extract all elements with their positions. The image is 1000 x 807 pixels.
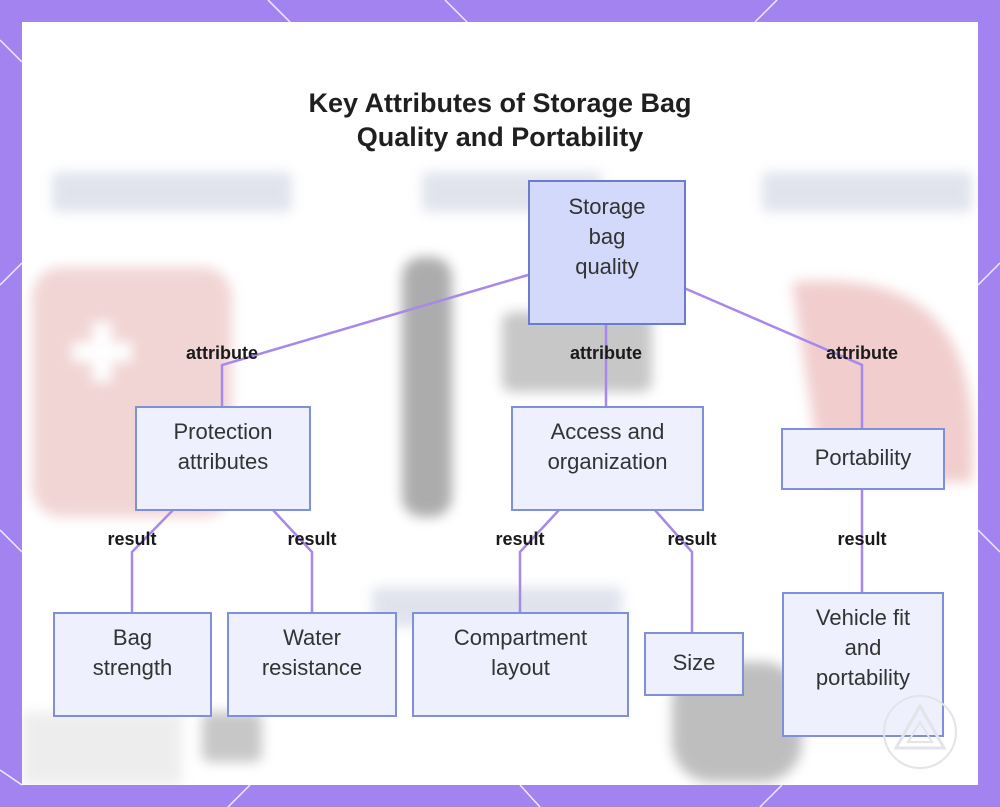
node-portability: Portability [781,428,945,490]
node-water-resistance: Water resistance [227,612,397,717]
background-image [22,172,974,785]
edge-label-root-access: attribute [570,343,642,363]
edge-label-protection-strength: result [107,529,157,549]
edge-root-protection [220,273,529,406]
edge-label-root-protection: attribute [186,343,258,363]
diagram-panel: Key Attributes of Storage Bag Quality an… [22,22,978,785]
node-access-organization: Access and organization [511,406,704,511]
edge-protection-water [271,508,314,612]
edge-label-portability-vehicle: result [837,529,887,549]
node-protection-attributes: Protection attributes [135,406,311,511]
diagram-title: Key Attributes of Storage Bag Quality an… [308,88,692,152]
edge-label-access-size: result [667,529,717,549]
edge-root-portability [683,286,864,428]
edge-label-access-compartment: result [495,529,545,549]
edge-label-protection-water: result [287,529,337,549]
triangle-logo-icon [883,695,957,769]
edge-access-size [653,508,694,632]
edge-protection-strength [130,508,175,612]
edge-access-compartment [518,508,561,612]
node-size: Size [644,632,744,696]
node-compartment-layout: Compartment layout [412,612,629,717]
connector-lines [130,273,864,632]
node-bag-strength: Bag strength [53,612,212,717]
edge-label-root-portability: attribute [826,343,898,363]
node-storage-bag-quality: Storage bag quality [528,180,686,325]
